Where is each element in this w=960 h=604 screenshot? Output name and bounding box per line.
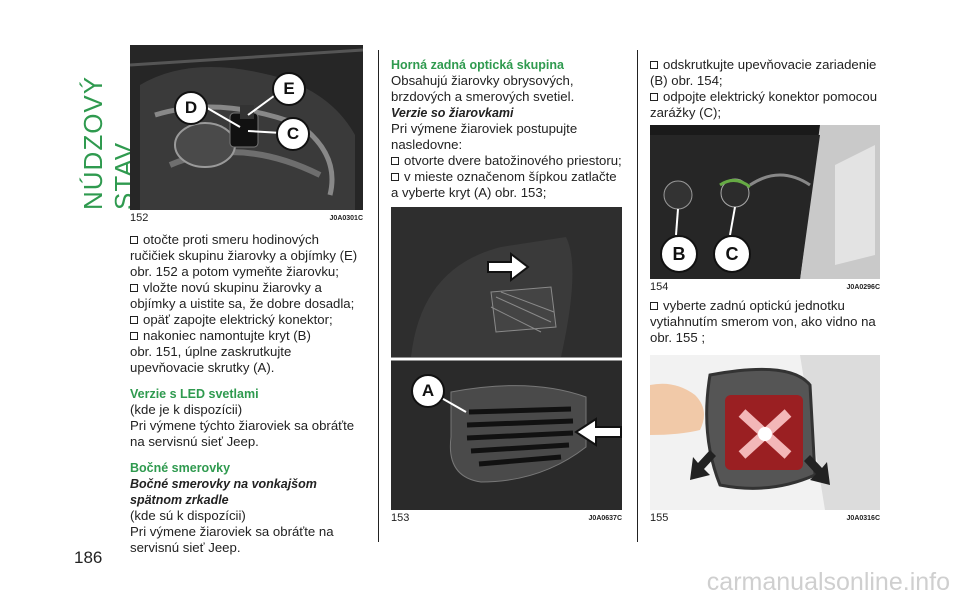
col2-heading: Horná zadná optická skupina (391, 58, 564, 72)
checkbox-icon (650, 61, 658, 69)
side-subheading: Bočné smerovky na vonkajšom spätnom zrka… (130, 477, 317, 507)
side-note: (kde sú k dispozícii) (130, 508, 246, 523)
figure-153-illustration (391, 207, 622, 510)
column-divider-1 (378, 50, 379, 542)
column-1: otočte proti smeru hodinových ručičiek s… (130, 232, 366, 556)
col2-intro: Obsahujú žiarovky obrysových, brzdových … (391, 73, 575, 104)
figure-152-code: J0A0301C (329, 215, 363, 222)
figure-152-illustration (130, 45, 363, 210)
checkbox-icon (130, 284, 138, 292)
figure-153-caption: 153 J0A0637C (391, 512, 622, 524)
figure-155 (650, 355, 880, 510)
checkbox-icon (650, 93, 658, 101)
col2-text: Pri výmene žiaroviek postupujte nasledov… (391, 121, 578, 152)
figure-155-code: J0A0316C (846, 515, 880, 522)
col1-bullet-1: otočte proti smeru hodinových ručičiek s… (130, 232, 358, 279)
figure-154-label-c: C (713, 235, 751, 273)
led-heading: Verzie s LED svetlami (130, 387, 259, 401)
figure-152-number: 152 (130, 212, 149, 224)
figure-154-number: 154 (650, 281, 669, 293)
figure-154-label-b: B (660, 235, 698, 273)
figure-152: D E C (130, 45, 363, 210)
figure-152-label-d: D (174, 91, 208, 125)
figure-155-caption: 155 J0A0316C (650, 512, 880, 524)
figure-153-code: J0A0637C (588, 515, 622, 522)
checkbox-icon (130, 236, 138, 244)
col3-bullet-2: odpojte elektrický konektor pomocou zará… (650, 89, 878, 120)
checkbox-icon (391, 157, 399, 165)
figure-152-caption: 152 J0A0301C (130, 212, 363, 224)
figure-154-caption: 154 J0A0296C (650, 281, 880, 293)
col2-subheading: Verzie so žiarovkami (391, 106, 514, 120)
checkbox-icon (130, 332, 138, 340)
led-text: Pri výmene týchto žiaroviek sa obráťte n… (130, 418, 355, 449)
figure-155-illustration (650, 355, 880, 510)
col2-bullet-1: otvorte dvere batožinového priestoru; (391, 153, 623, 169)
col1-bullet-3: opäť zapojte elektrický konektor; (130, 312, 366, 328)
side-heading: Bočné smerovky (130, 461, 231, 475)
column-2: Horná zadná optická skupina Obsahujú žia… (391, 57, 623, 201)
led-note: (kde je k dispozícii) (130, 402, 243, 417)
col2-bullet-2: v mieste označenom šípkou zatlačte a vyb… (391, 169, 617, 200)
side-text: Pri výmene žiaroviek sa obráťte na servi… (130, 524, 334, 555)
checkbox-icon (130, 316, 138, 324)
checkbox-icon (391, 173, 399, 181)
figure-155-number: 155 (650, 512, 669, 524)
figure-153: A (391, 207, 622, 510)
checkbox-icon (650, 302, 658, 310)
figure-154: B C (650, 125, 880, 279)
section-tab: NÚDZOVÝ STAV (78, 75, 139, 210)
col1-continuation: obr. 151, úplne zaskrutkujte upevňovacie… (130, 344, 292, 375)
figure-153-number: 153 (391, 512, 410, 524)
col3-bullet-1: odskrutkujte upevňovacie zariadenie (B) … (650, 57, 877, 88)
figure-153-label-a: A (411, 374, 445, 408)
figure-154-code: J0A0296C (846, 284, 880, 291)
col1-bullet-2: vložte novú skupinu žiarovky a objímky a… (130, 280, 355, 311)
column-3-top: odskrutkujte upevňovacie zariadenie (B) … (650, 57, 882, 121)
col1-bullet-4: nakoniec namontujte kryt (B) (130, 328, 366, 344)
figure-152-label-e: E (272, 72, 306, 106)
col3-bullet-3: vyberte zadnú optickú jednotku vytiahnut… (650, 298, 876, 345)
column-3-mid: vyberte zadnú optickú jednotku vytiahnut… (650, 298, 882, 346)
column-divider-2 (637, 50, 638, 542)
page-number: 186 (74, 548, 103, 567)
watermark: carmanualsonline.info (706, 568, 950, 596)
figure-152-label-c: C (276, 117, 310, 151)
